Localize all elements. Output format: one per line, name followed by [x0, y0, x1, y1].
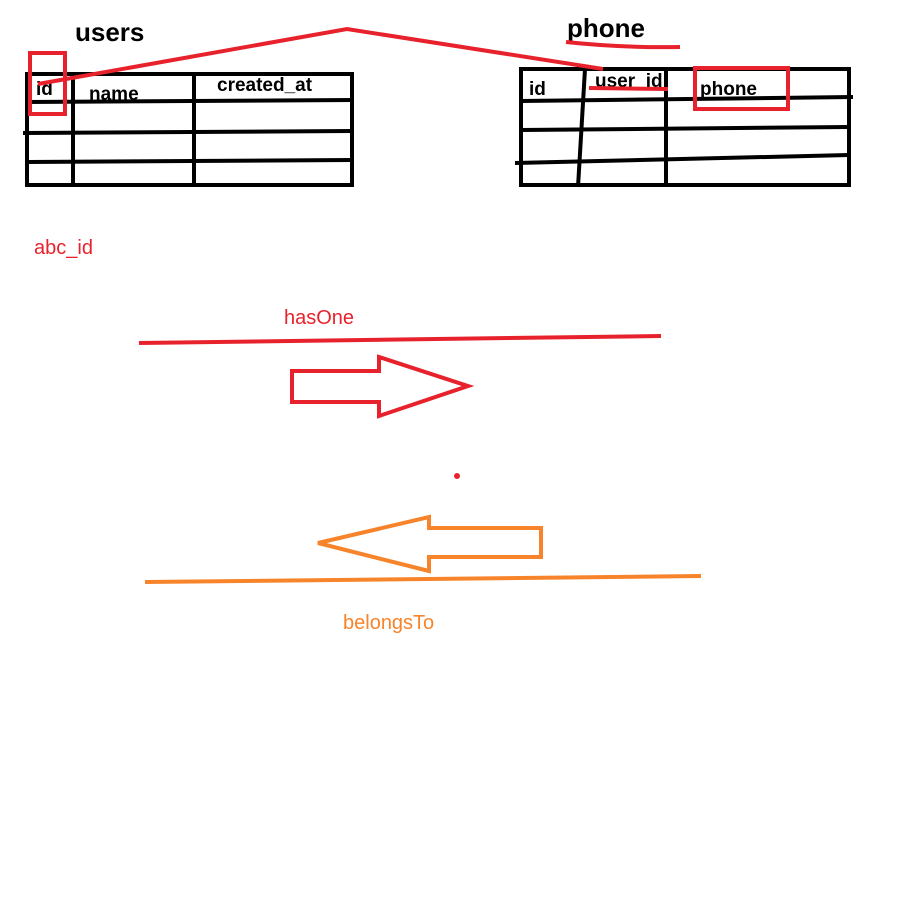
phone-table: [514, 67, 854, 188]
has-one-label: hasOne: [284, 307, 354, 329]
users-row-divider-1: [22, 129, 353, 135]
users-table-title: users: [75, 17, 144, 47]
phone-row-divider-1: [520, 125, 850, 132]
phone-col-id: id: [529, 79, 546, 100]
belongs-to-line: [144, 574, 702, 584]
relation-highlights: [28, 26, 790, 116]
phone-title-underline: [565, 40, 681, 50]
phone-table-border: [519, 67, 851, 187]
users-table-border: [25, 72, 354, 187]
has-one-line: [138, 334, 662, 345]
phone-column-highlight-box: [693, 66, 790, 111]
relation-connector-line: [37, 26, 604, 86]
users-table: [22, 72, 355, 187]
user-id-underline: [588, 86, 669, 91]
phone-row-divider-2: [514, 153, 850, 165]
phone-col-phone: phone: [700, 79, 757, 100]
belongs-to-arrow: [317, 514, 543, 574]
users-col-name: name: [89, 84, 139, 105]
users-row-divider-2: [26, 158, 353, 164]
abc-id-label: abc_id: [34, 237, 93, 259]
belongs-to-label: belongsTo: [343, 612, 434, 634]
phone-table-title: phone: [567, 13, 645, 43]
phone-col-divider-1: [576, 68, 587, 188]
stray-dot: [454, 473, 460, 479]
users-col-created-at: created_at: [217, 75, 313, 96]
users-header-divider: [26, 98, 355, 104]
phone-header-divider: [520, 95, 854, 103]
users-id-highlight-box: [28, 51, 67, 116]
has-one-arrow: [290, 354, 475, 419]
